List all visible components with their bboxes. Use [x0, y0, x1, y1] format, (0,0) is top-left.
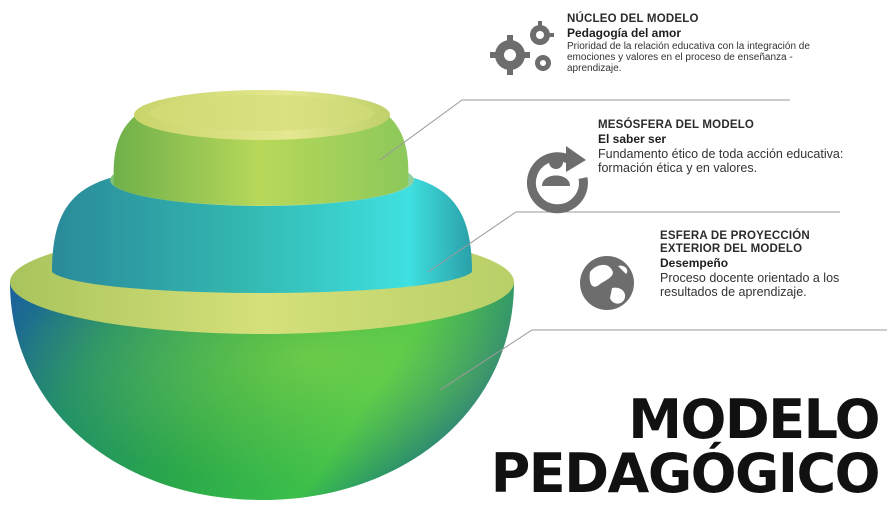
gears-icon: [490, 21, 554, 75]
leader-line-esfera: [439, 329, 887, 391]
nucleo-subtitle: Pedagogía del amor: [567, 26, 682, 40]
nucleo-title: NÚCLEO DEL MODELO: [567, 13, 699, 25]
nucleo-description: Prioridad de la relación educativa con l…: [567, 41, 810, 74]
mesosfera-title: MESÓSFERA DEL MODELO: [598, 119, 755, 131]
nucleo-section: NÚCLEO DEL MODELO Pedagogía del amor Pri…: [567, 13, 827, 74]
esfera-subtitle: Desempeño: [660, 256, 729, 270]
esfera-title-line1: ESFERA DE PROYECCIÓN: [660, 230, 810, 242]
mesosfera-section: MESÓSFERA DEL MODELO El saber ser Fundam…: [598, 119, 858, 175]
esfera-section: ESFERA DE PROYECCIÓN EXTERIOR DEL MODELO…: [660, 230, 887, 299]
leader-line-nucleo: [379, 99, 790, 161]
leader-line-mesosfera: [427, 211, 840, 273]
main-title-line1: MODELO: [628, 388, 880, 451]
esfera-description: Proceso docente orientado a los resultad…: [660, 271, 840, 299]
mesosfera-subtitle: El saber ser: [598, 132, 667, 146]
middle-sphere-shape: [52, 178, 472, 293]
esfera-title-line2: EXTERIOR DEL MODELO: [660, 243, 803, 255]
mesosfera-description: Fundamento ético de toda acción educativ…: [598, 147, 844, 175]
globe-icon: [580, 256, 634, 310]
person-refresh-icon: [526, 146, 588, 214]
main-title-line2: PEDAGÓGICO: [490, 442, 881, 505]
